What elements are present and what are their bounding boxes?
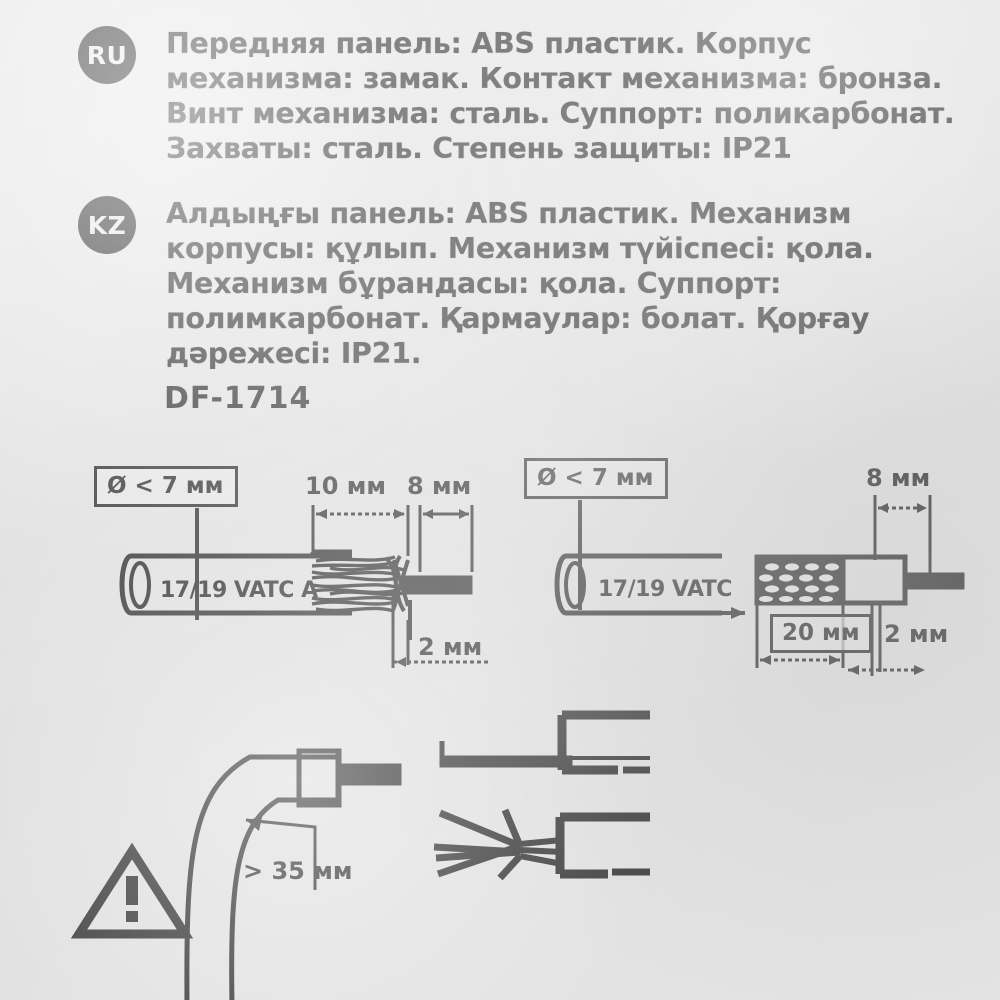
- language-badge-ru: RU: [78, 26, 136, 84]
- diagram-terminal-correct: [439, 710, 650, 775]
- left-conductor-thickness-label: 2 мм: [418, 633, 483, 661]
- left-diameter-spec-label: Ø < 7 мм: [94, 466, 239, 507]
- left-tip-length-label: 8 мм: [407, 472, 472, 500]
- language-block-ru: RU Передняя панель: ABS пластик. Корпус …: [78, 26, 966, 166]
- language-block-kz: KZ Алдыңғы панель: ABS пластик. Механизм…: [78, 196, 966, 371]
- specification-text-ru: Передняя панель: ABS пластик. Корпус мех…: [166, 27, 955, 165]
- left-cable-marking: 17/19 VATC A: [160, 578, 318, 603]
- specification-text-kz: Алдыңғы панель: ABS пластик. Механизм ко…: [166, 197, 874, 370]
- twisted-strand-tip: [384, 554, 410, 613]
- diagram-ferrule-wire: [554, 495, 965, 676]
- diagram-stranded-wire: [119, 505, 488, 668]
- right-tip-length-label: 8 мм: [866, 464, 931, 492]
- left-strip-length-label: 10 мм: [305, 472, 386, 500]
- warning-triangle-icon: [70, 842, 194, 939]
- right-diameter-spec-label: Ø < 7 мм: [524, 458, 669, 499]
- language-badge-kz: KZ: [78, 196, 136, 254]
- diagram-bend-radius: [70, 748, 402, 1000]
- right-ferrule-length-label: 20 мм: [770, 614, 872, 653]
- right-cable-marking: 17/19 VATC: [598, 577, 732, 602]
- ferrule-crimp-body: [754, 554, 846, 606]
- diagram-terminal-frayed: [433, 808, 650, 881]
- frayed-strands: [433, 808, 524, 881]
- right-conductor-thickness-label: 2 мм: [884, 620, 949, 648]
- bend-radius-label: > 35 мм: [243, 857, 353, 885]
- model-code: DF-1714: [164, 381, 312, 416]
